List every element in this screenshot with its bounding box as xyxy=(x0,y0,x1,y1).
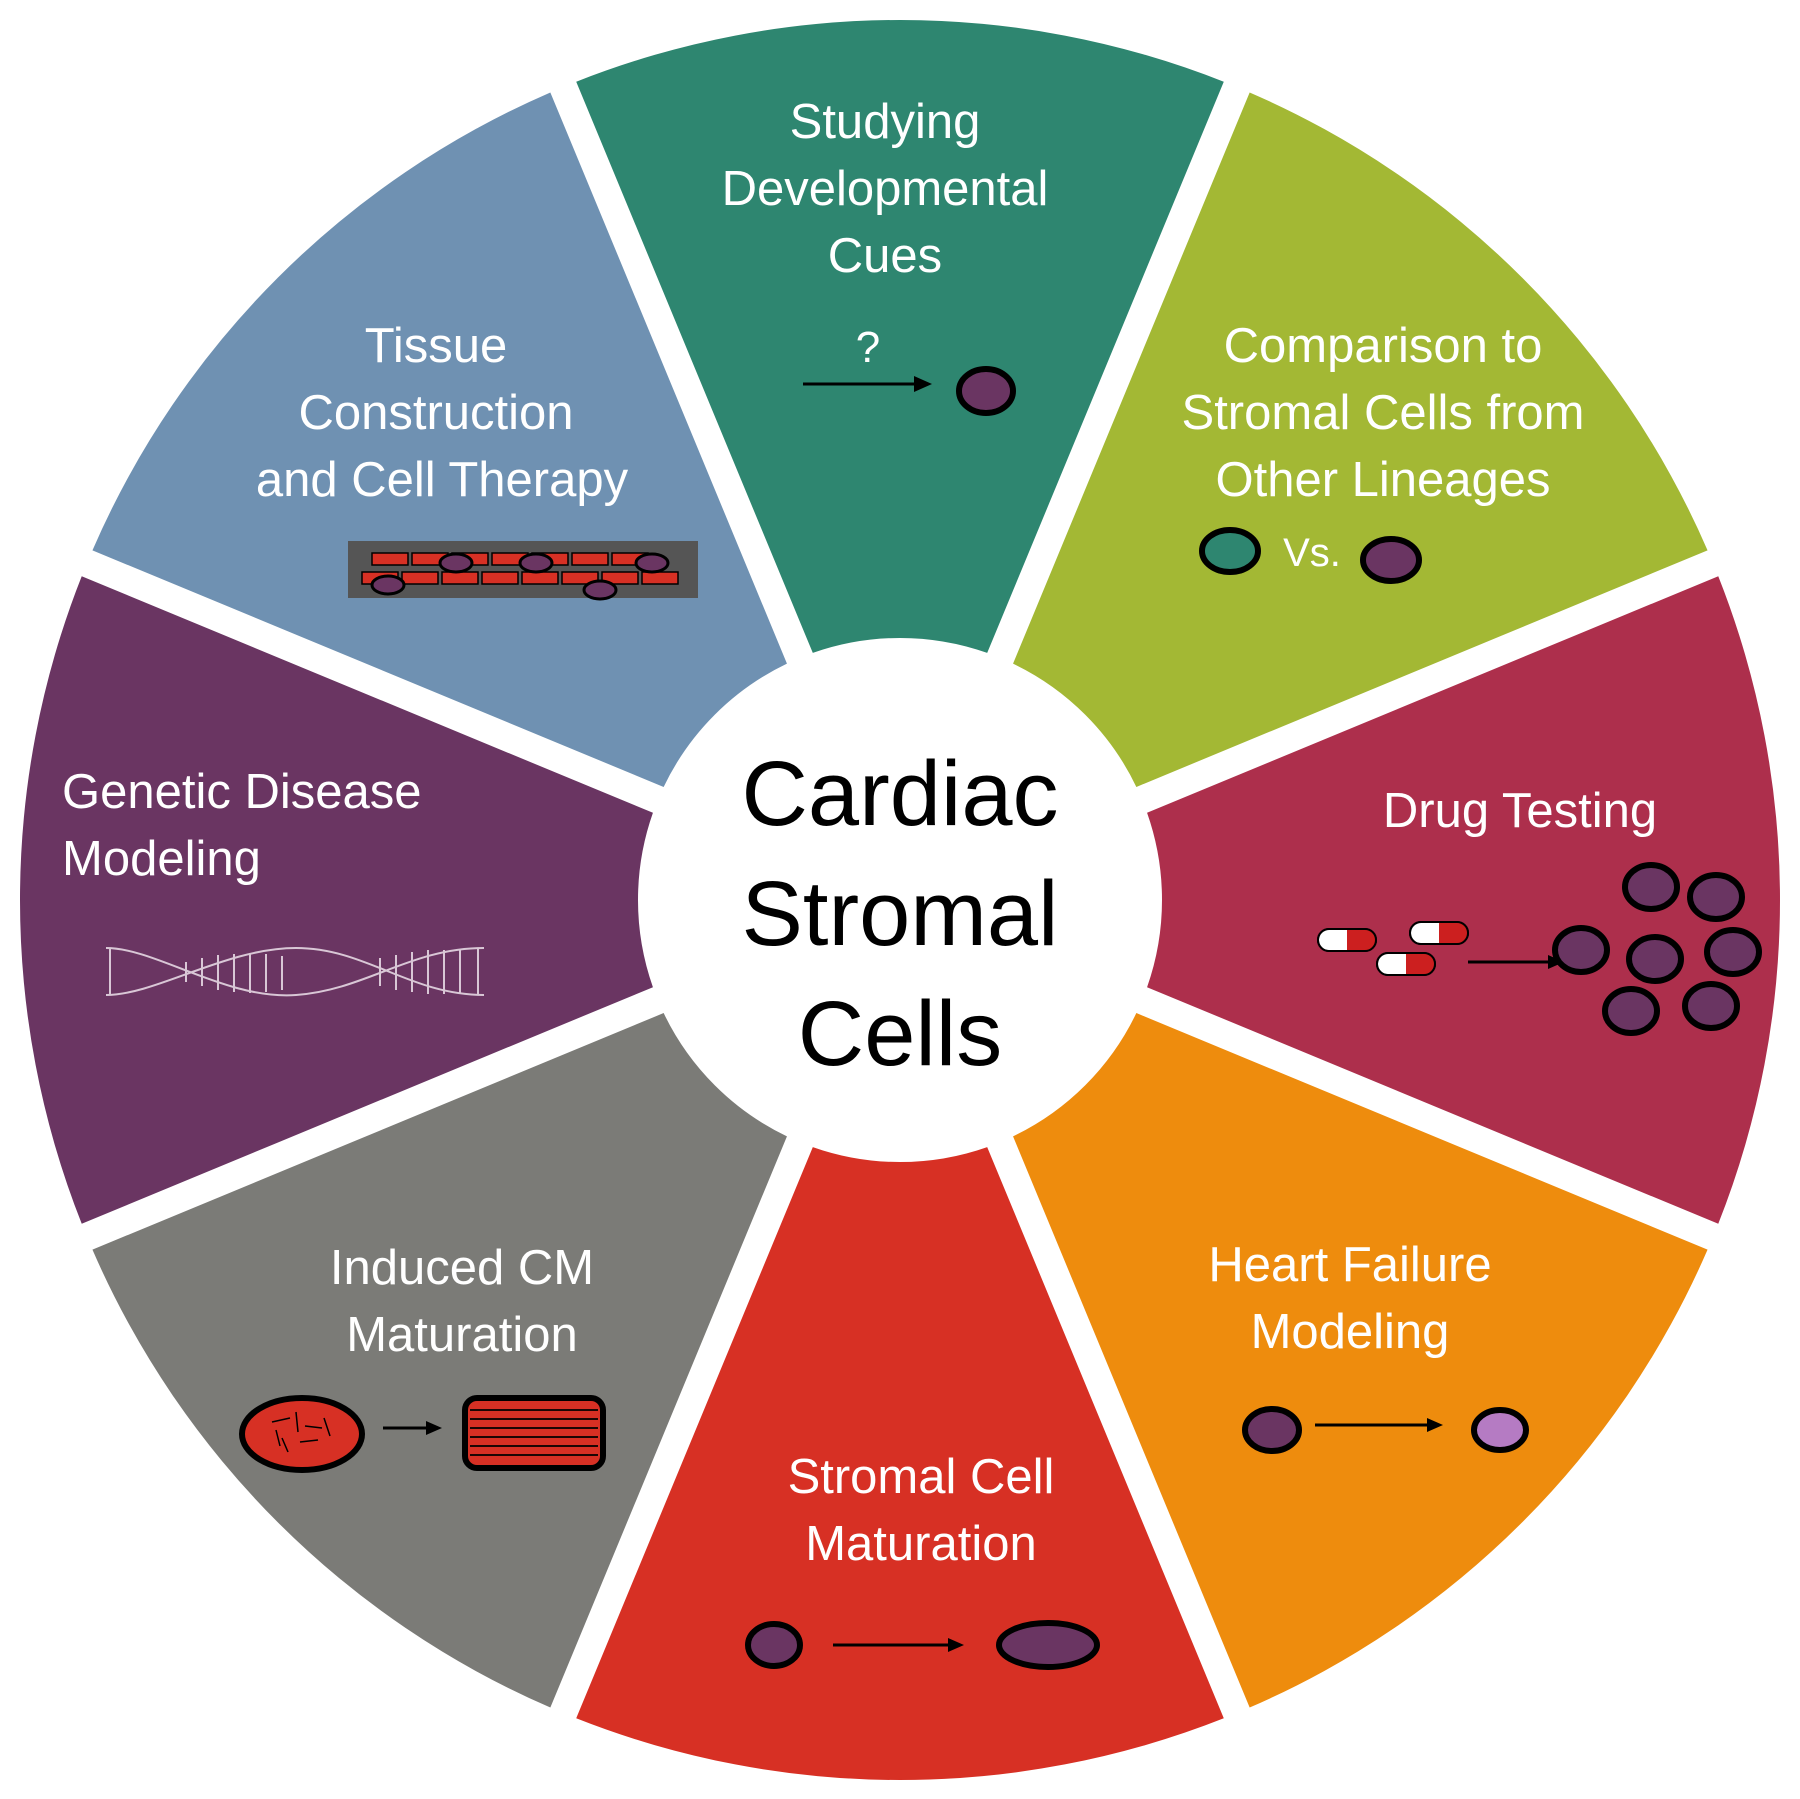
stromal-cell-icon xyxy=(956,366,1016,416)
segment-developmental: Studying Developmental Cues ? xyxy=(722,95,1049,416)
segment-wedge-genetic xyxy=(19,576,653,1224)
stromal-maturation-label-line-2: Maturation xyxy=(805,1517,1037,1571)
drug-label-line-1: Drug Testing xyxy=(1383,784,1657,838)
tissue-label-line-2: Construction xyxy=(298,386,573,440)
purple-cell-icon xyxy=(1360,536,1422,584)
elongated-cell-icon xyxy=(996,1620,1100,1670)
segment-wedge-comparison xyxy=(1013,92,1708,787)
segment-tissue: Tissue Construction and Cell Therapy xyxy=(256,319,698,601)
pills-icon xyxy=(1317,921,1469,976)
question-mark: ? xyxy=(856,323,880,372)
comparison-label-line-1: Comparison to xyxy=(1224,319,1543,373)
genetic-label-line-2: Modeling xyxy=(62,832,261,886)
stromal-maturation-label-line-1: Stromal Cell xyxy=(788,1450,1055,1504)
segment-wedge-developmental xyxy=(576,19,1224,653)
vs-text: Vs. xyxy=(1283,531,1341,575)
cell-cluster-icon xyxy=(1552,862,1762,1036)
cm-maturation-label-line-2: Maturation xyxy=(346,1308,578,1362)
center-title-line-3: Cells xyxy=(798,983,1002,1085)
teal-cell-icon xyxy=(1199,527,1261,575)
center-title-line-1: Cardiac xyxy=(741,743,1058,845)
small-cell-icon xyxy=(745,1621,803,1669)
tissue-label-line-3: and Cell Therapy xyxy=(256,453,629,507)
cm-maturation-label-line-1: Induced CM xyxy=(330,1241,594,1295)
segment-wedge-tissue xyxy=(92,92,787,787)
segment-drug: Drug Testing xyxy=(1317,784,1762,1036)
center-circle xyxy=(650,650,1150,1150)
immature-cm-icon xyxy=(239,1395,365,1473)
developmental-label-line-3: Cues xyxy=(828,229,942,283)
tissue-construct-icon xyxy=(348,541,698,601)
tissue-label-line-1: Tissue xyxy=(365,319,508,373)
question-arrow-icon: ? xyxy=(803,323,932,392)
segment-cm-maturation: Induced CM Maturation xyxy=(239,1241,606,1473)
segment-genetic: Genetic Disease Modeling xyxy=(62,765,485,997)
comparison-label-line-3: Other Lineages xyxy=(1215,453,1550,507)
genetic-label-line-1: Genetic Disease xyxy=(62,765,422,819)
segment-comparison: Comparison to Stromal Cells from Other L… xyxy=(1182,319,1585,584)
heart-failure-label-line-2: Modeling xyxy=(1251,1305,1450,1359)
segment-wedge-heart-failure xyxy=(1013,1013,1708,1708)
center-title-line-2: Stromal xyxy=(742,863,1059,965)
cell-after-icon xyxy=(1471,1407,1529,1453)
developmental-label-line-1: Studying xyxy=(790,95,981,149)
segment-wedge-drug xyxy=(1147,576,1780,1224)
segment-heart-failure: Heart Failure Modeling xyxy=(1208,1238,1529,1454)
dna-helix-icon xyxy=(105,946,485,997)
mature-cm-icon xyxy=(462,1395,606,1471)
comparison-label-line-2: Stromal Cells from xyxy=(1182,386,1585,440)
segment-stromal-maturation: Stromal Cell Maturation xyxy=(745,1450,1100,1670)
cell-before-icon xyxy=(1242,1406,1302,1454)
segment-wedge-cm-maturation xyxy=(92,1013,787,1708)
heart-failure-label-line-1: Heart Failure xyxy=(1208,1238,1491,1292)
developmental-label-line-2: Developmental xyxy=(722,162,1049,216)
